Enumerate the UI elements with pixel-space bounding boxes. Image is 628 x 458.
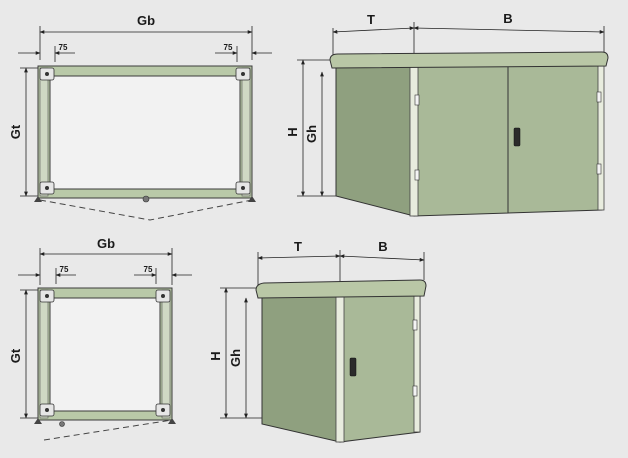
base-frame-opening — [49, 75, 241, 190]
offset-right-label: 75 — [224, 43, 233, 52]
top-elevation: T B H Gh — [285, 11, 609, 217]
base-frame-opening — [49, 297, 161, 412]
door-handle — [349, 357, 357, 377]
bottom-elevation: T B H Gh — [208, 239, 427, 443]
side-panel — [335, 63, 415, 217]
bolt — [161, 294, 165, 298]
gt-label: Gt — [8, 124, 23, 139]
hinge — [414, 169, 420, 181]
bolt — [45, 186, 49, 190]
side-panel — [261, 293, 341, 443]
hinge — [596, 163, 602, 175]
bolt — [241, 72, 245, 76]
hinge — [412, 385, 418, 397]
bottom-plan: Gb 75 75 Gt — [8, 236, 192, 441]
door-swing-line — [43, 419, 173, 441]
b-label: B — [378, 239, 387, 254]
hinge — [412, 319, 418, 331]
corner-post — [335, 293, 345, 443]
rail-right — [241, 67, 251, 197]
b-dimension-line — [339, 254, 425, 262]
door-handle — [513, 127, 521, 147]
hinge — [414, 94, 420, 106]
bolt — [241, 186, 245, 190]
rail-left — [39, 67, 49, 197]
roof — [329, 51, 609, 69]
t-dimension-line — [257, 254, 341, 260]
bolt — [161, 408, 165, 412]
gh-label: Gh — [304, 125, 319, 143]
roof — [255, 279, 427, 299]
corner-post — [409, 63, 419, 217]
top-plan: Gb 75 75 Gt — [8, 13, 272, 221]
door-swing-line — [39, 199, 253, 221]
t-label: T — [294, 239, 302, 254]
h-label: H — [285, 127, 300, 136]
corner-post — [597, 63, 605, 211]
hinge — [596, 91, 602, 103]
gt-label: Gt — [8, 348, 23, 363]
door-pivot — [34, 418, 42, 424]
door-pivot — [168, 418, 176, 424]
gb-label: Gb — [137, 13, 155, 28]
bolt — [45, 72, 49, 76]
rail-left — [39, 289, 49, 419]
gh-label: Gh — [228, 349, 243, 367]
bolt — [45, 408, 49, 412]
offset-left-label: 75 — [60, 265, 69, 274]
door-latch — [142, 195, 150, 203]
offset-left-label: 75 — [59, 43, 68, 52]
bolt — [45, 294, 49, 298]
t-dimension-line — [332, 26, 415, 34]
t-label: T — [367, 12, 375, 27]
offset-right-label: 75 — [144, 265, 153, 274]
rail-right — [161, 289, 171, 419]
b-dimension-line — [413, 26, 605, 34]
h-label: H — [208, 351, 223, 360]
b-label: B — [503, 11, 512, 26]
corner-post — [413, 295, 421, 433]
door-latch — [59, 421, 65, 427]
gb-label: Gb — [97, 236, 115, 251]
